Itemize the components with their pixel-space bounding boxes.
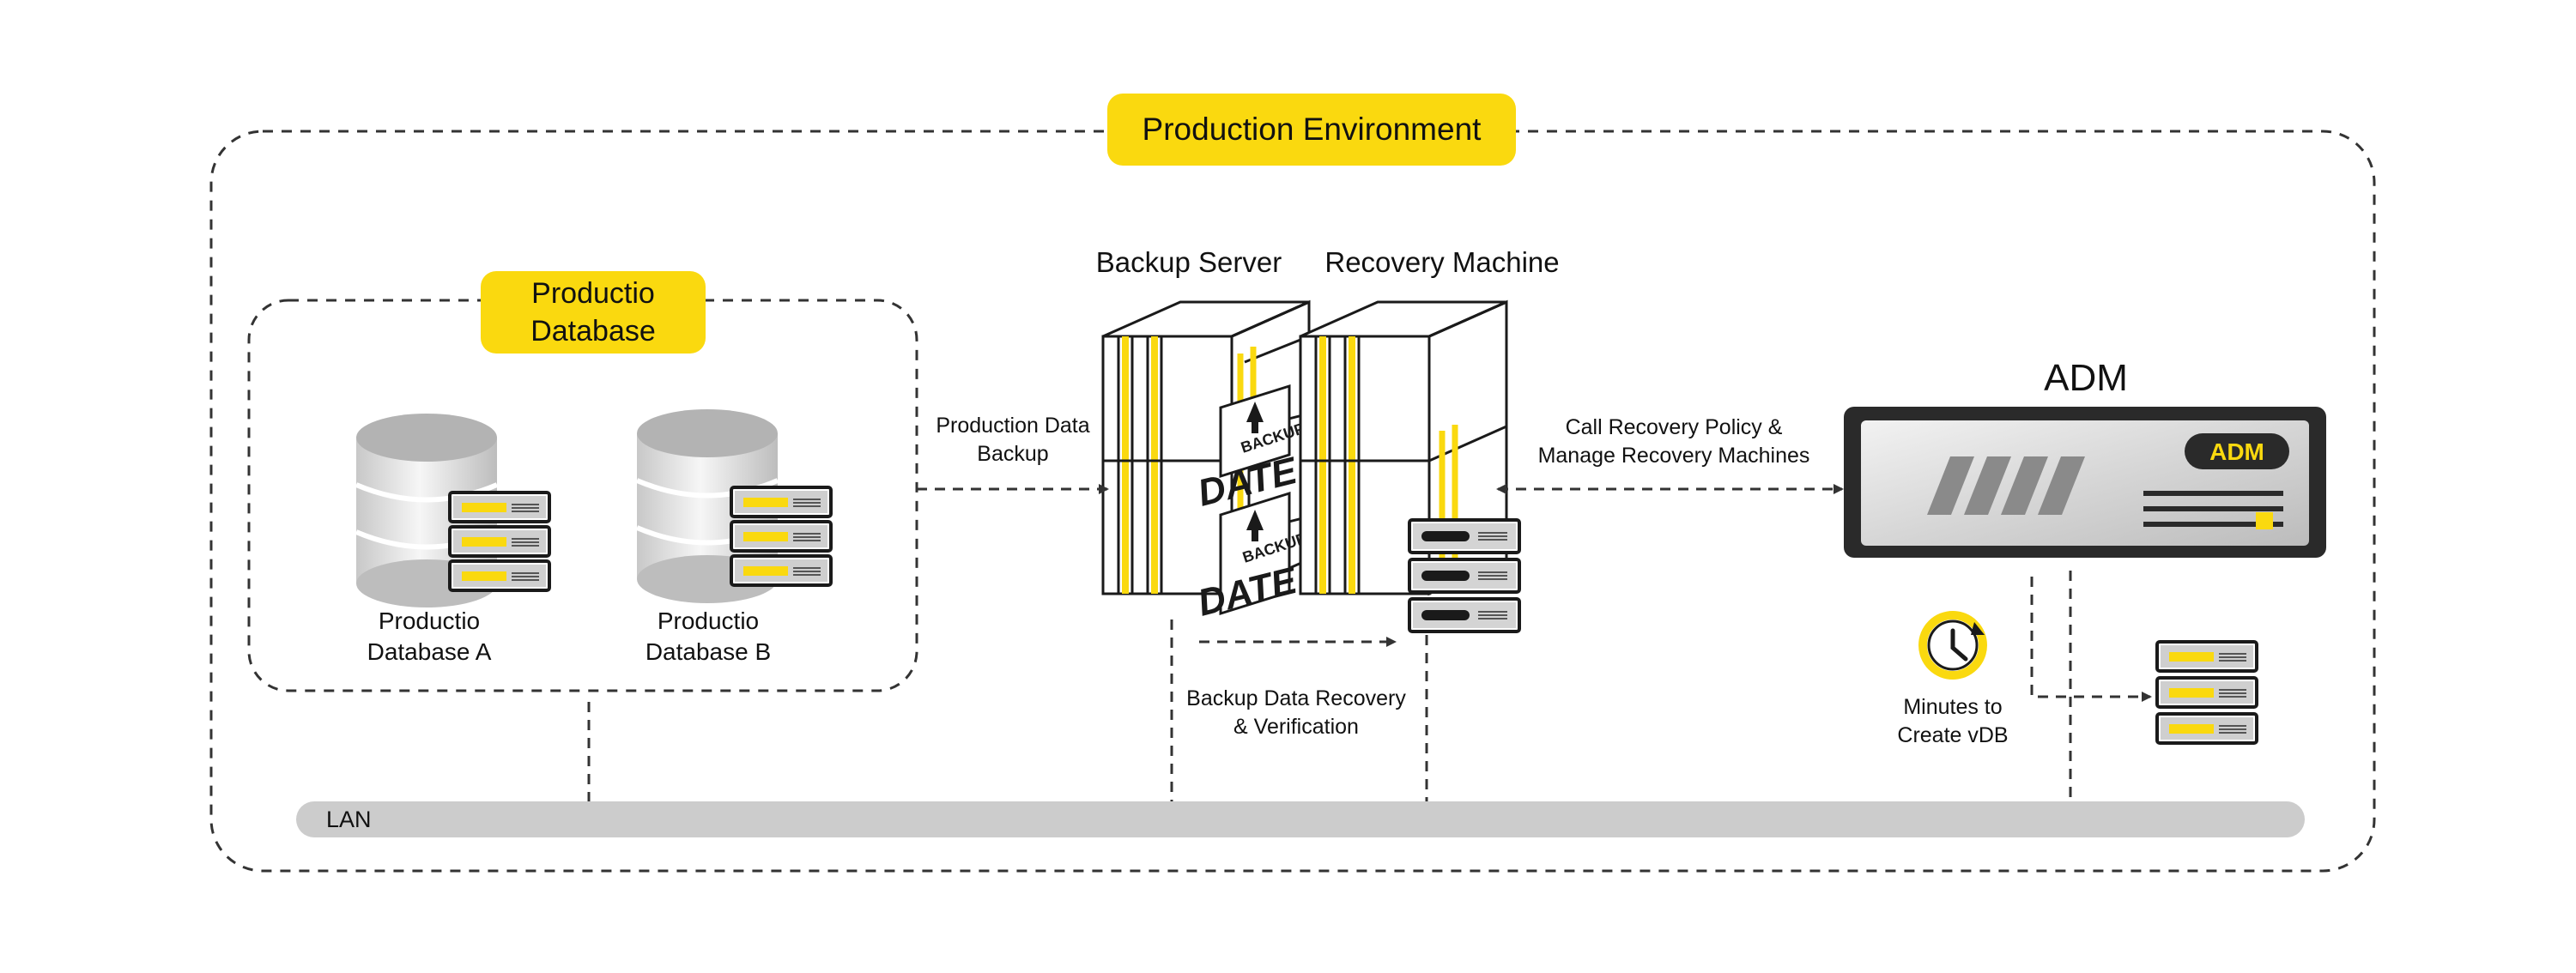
database-b-line2: Database B (645, 638, 772, 666)
backup-box-bottom: BACKUP DATE (1194, 491, 1308, 625)
vdb-label: Minutes to Create vDB (1871, 693, 2034, 749)
production-backup-line2: Backup (977, 441, 1049, 466)
lan-bar (296, 801, 2305, 837)
database-a-line2: Database A (367, 638, 492, 666)
database-a-icon (355, 414, 551, 607)
recovery-policy-line2: Manage Recovery Machines (1537, 443, 1810, 468)
backup-recovery-line2: & Verification (1233, 714, 1359, 739)
production-backup-line1: Production Data (936, 414, 1090, 438)
vdb-line1: Minutes to (1903, 695, 2003, 719)
production-database-line1: Productio (531, 276, 655, 310)
database-b-icon (635, 409, 833, 603)
vdb-rack-icon (2155, 640, 2258, 745)
database-a-label: Productio Database A (326, 606, 532, 668)
recovery-policy-line1: Call Recovery Policy & (1565, 415, 1783, 439)
production-backup-label: Production Data Backup (910, 412, 1116, 468)
adm-badge-text: ADM (2209, 438, 2264, 465)
database-b-label: Productio Database B (605, 606, 811, 668)
lan-label: LAN (326, 807, 372, 832)
database-a-line1: Productio (378, 607, 481, 634)
clock-icon (1918, 611, 1987, 680)
adm-appliance-icon (1844, 407, 2326, 558)
production-environment-label: Production Environment (1107, 94, 1516, 166)
adm-label: ADM (2044, 357, 2128, 399)
backup-recovery-label: Backup Data Recovery & Verification (1167, 685, 1425, 740)
recovery-machine-label: Recovery Machine (1324, 246, 1560, 278)
production-database-line2: Database (530, 315, 656, 348)
recovery-rack-icon (1408, 518, 1521, 633)
connectors (587, 484, 2152, 801)
adm-to-vdb-arrow (2030, 577, 2152, 702)
backup-server-label: Backup Server (1095, 246, 1282, 278)
recovery-policy-label: Call Recovery Policy & Manage Recovery M… (1519, 414, 1828, 469)
production-database-label: Productio Database (481, 271, 706, 354)
production-environment-text: Production Environment (1142, 112, 1482, 147)
vdb-line2: Create vDB (1897, 722, 2009, 747)
backup-recovery-line1: Backup Data Recovery (1186, 686, 1406, 710)
database-b-line1: Productio (657, 607, 760, 634)
